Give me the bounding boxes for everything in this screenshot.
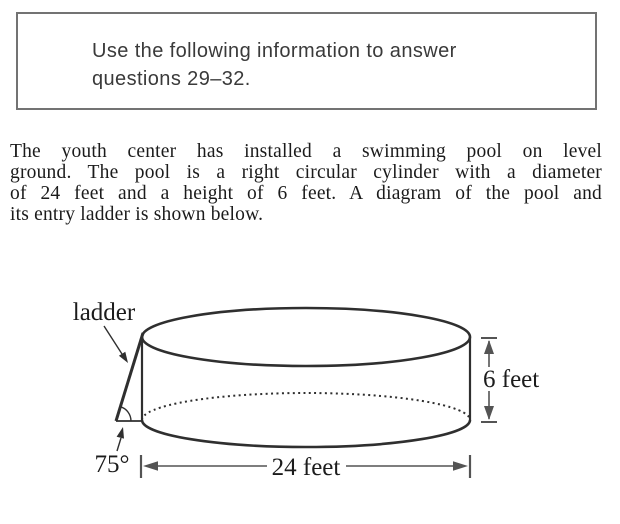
instruction-text: Use the following information to answer … [92, 37, 457, 93]
up-arrowhead-icon [484, 340, 494, 354]
ladder-label: ladder [73, 299, 136, 326]
ladder-arrowhead-icon [118, 351, 128, 363]
right-arrowhead-icon [453, 461, 468, 471]
cylinder-bottom-back-dotted-arc [141, 392, 471, 421]
ladder-line [114, 332, 145, 422]
pool-diagram: ladder 75° 6 feet 24 f [73, 299, 541, 481]
instruction-line-1: Use the following information to answer [92, 40, 457, 62]
angle-label: 75° [95, 451, 130, 478]
paragraph-line-3: of 24 feet and a height of 6 feet. A dia… [10, 183, 602, 204]
instruction-line-2: questions 29–32. [92, 68, 251, 90]
cylinder-top-ellipse [140, 306, 472, 368]
paragraph-line-2: ground. The pool is a right circular cyl… [10, 162, 602, 183]
paragraph-line-1: The youth center has installed a swimmin… [10, 141, 602, 162]
height-label: 6 feet [483, 366, 539, 393]
instruction-box: Use the following information to answer … [16, 12, 597, 110]
diameter-dimension: 24 feet [139, 454, 472, 481]
ladder-shape [114, 332, 145, 422]
angle-callout: 75° [95, 427, 130, 478]
angle-arc [120, 406, 132, 422]
problem-paragraph: The youth center has installed a swimmin… [10, 141, 602, 225]
ladder-callout: ladder [73, 299, 136, 363]
angle-leader-line [116, 437, 122, 452]
cylinder-bottom-front-arc [140, 419, 472, 449]
angle-arrowhead-icon [116, 427, 124, 439]
down-arrowhead-icon [484, 406, 494, 420]
paragraph-line-4: its entry ladder is shown below. [10, 204, 264, 225]
diameter-label: 24 feet [272, 454, 341, 481]
height-label-backing [481, 367, 541, 391]
pool-cylinder [140, 306, 472, 449]
left-arrowhead-icon [143, 461, 158, 471]
ladder-leader-line [103, 325, 123, 355]
height-dimension: 6 feet [481, 337, 541, 423]
